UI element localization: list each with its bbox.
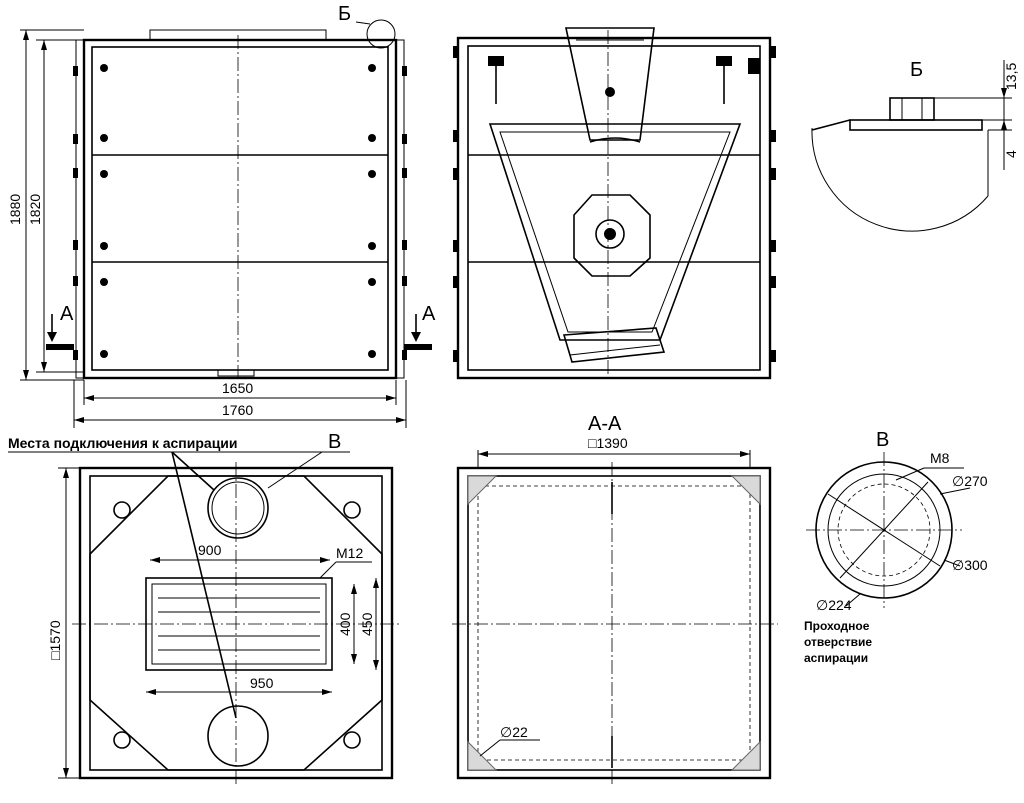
dim-dia-224: ∅224 <box>816 597 852 613</box>
dim-height-1880: 1880 <box>7 194 23 225</box>
dim-400: 400 <box>337 612 353 636</box>
section-aa-view: А-А □1390 ∅22 <box>452 413 778 784</box>
dim-width-1650: 1650 <box>222 380 253 396</box>
front-view: Б А А 1880 1820 1650 1760 <box>7 3 436 428</box>
detail-v-view: В М8 ∅270 ∅300 ∅224 Проходное отверствие… <box>804 429 988 665</box>
dim-450: 450 <box>359 612 375 636</box>
aspiration-hole-label-2: отверствие <box>804 635 872 649</box>
dim-dia-300: ∅300 <box>952 557 988 573</box>
side-view <box>453 27 776 380</box>
dim-height-1820: 1820 <box>27 194 43 225</box>
dim-dia-270: ∅270 <box>952 473 988 489</box>
aspiration-hole-label-3: аспирации <box>804 651 868 665</box>
dim-width-1760: 1760 <box>222 402 253 418</box>
dim-detail-b-13-5: 13,5 <box>1003 63 1019 90</box>
dim-detail-b-4: 4 <box>1003 150 1019 158</box>
aspiration-points-label: Места подключения к аспирации <box>8 435 238 451</box>
detail-b-title: Б <box>910 59 923 81</box>
section-a-left-label: А <box>60 303 74 325</box>
aspiration-hole-label-1: Проходное <box>804 619 870 633</box>
detail-v-title: В <box>876 429 889 451</box>
section-a-right-label: А <box>422 303 436 325</box>
dim-1570: □1570 <box>47 620 63 660</box>
detail-v-mark: В <box>328 431 341 453</box>
dim-900: 900 <box>198 542 222 558</box>
section-aa-title: А-А <box>588 413 622 435</box>
dim-dia-22: ∅22 <box>500 724 528 740</box>
detail-b-view: Б 13,5 4 <box>811 59 1019 232</box>
thread-m12: М12 <box>336 545 363 561</box>
plan-view: Места подключения к аспирации В 900 <box>8 431 400 784</box>
dim-950: 950 <box>250 675 274 691</box>
thread-m8: М8 <box>930 450 950 466</box>
dim-1390: □1390 <box>588 435 628 451</box>
detail-b-mark: Б <box>338 3 351 25</box>
